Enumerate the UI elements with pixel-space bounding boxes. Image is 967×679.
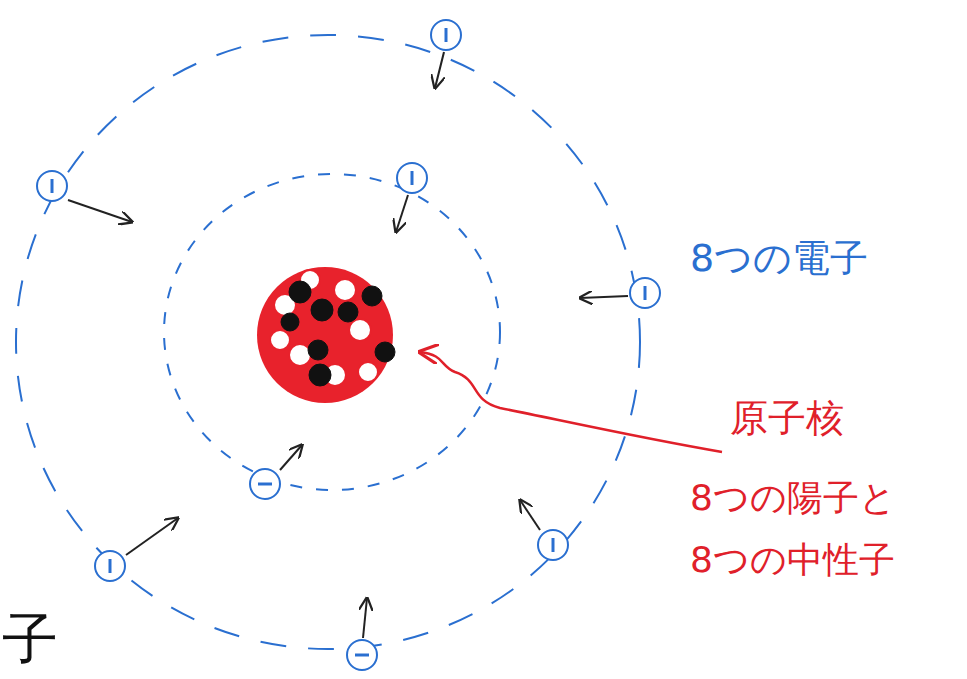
- proton-label: 8つの陽子と: [690, 478, 896, 518]
- electron-label: 8つの電子: [690, 238, 868, 280]
- nucleus: [257, 267, 395, 403]
- neutron-label: 8つの中性子: [690, 540, 895, 580]
- electrons: [37, 20, 660, 670]
- leader-line: [420, 352, 722, 452]
- nucleus-label: 原子核: [730, 398, 844, 440]
- outer-orbit: [16, 35, 640, 649]
- title-fragment: 子: [2, 608, 58, 670]
- inner-orbit: [164, 174, 500, 490]
